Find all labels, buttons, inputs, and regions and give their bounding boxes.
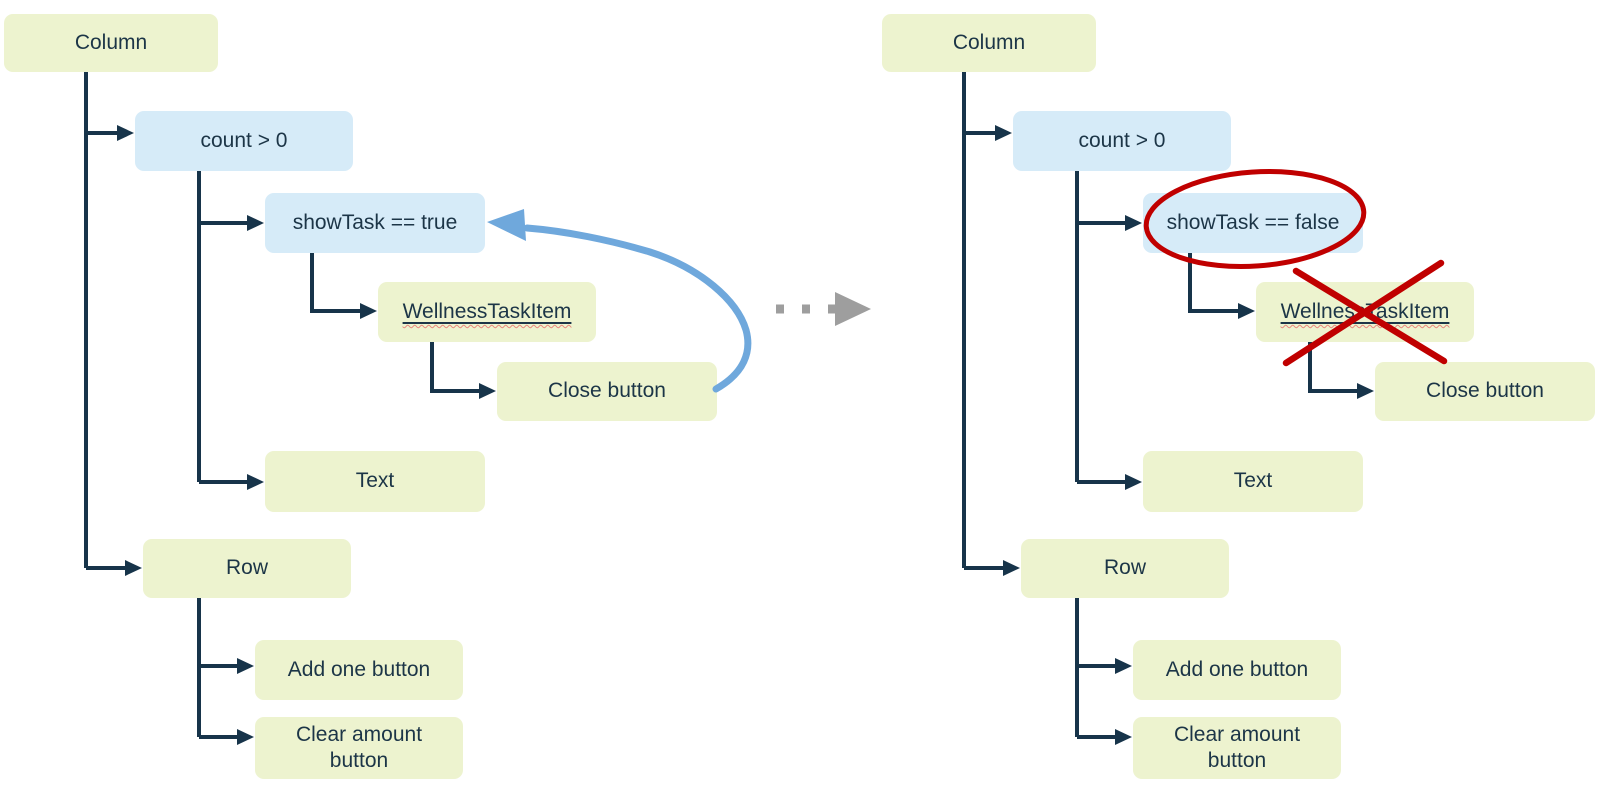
right-node-clear-amount-button: Clear amount button (1133, 717, 1341, 779)
left-wellness-squiggle: WellnessTaskItem (403, 299, 572, 325)
left-tree: Column count > 0 showTask == true Wellne… (0, 0, 760, 795)
right-node-wellness-task-item: WellnessTaskItem (1256, 282, 1474, 342)
left-node-wellness-task-item: WellnessTaskItem (378, 282, 596, 342)
left-node-column-label: Column (74, 30, 148, 54)
left-node-count-condition: count > 0 (135, 111, 353, 171)
left-node-close-button: Close button (497, 362, 717, 421)
right-node-count-condition: count > 0 (1013, 111, 1231, 171)
right-node-wellness-label: WellnessTaskItem (1280, 299, 1450, 323)
left-node-clear-amount-label: Clear amount button (295, 722, 423, 772)
left-node-count-label: count > 0 (200, 128, 288, 152)
right-tree: Column count > 0 showTask == false Welln… (878, 0, 1600, 795)
right-node-close-button: Close button (1375, 362, 1595, 421)
right-node-row: Row (1021, 539, 1229, 598)
left-node-add-one-button: Add one button (255, 640, 463, 700)
left-node-showtask-condition: showTask == true (265, 193, 485, 253)
left-node-column: Column (4, 14, 218, 72)
right-node-add-one-button: Add one button (1133, 640, 1341, 700)
right-node-text-label: Text (1233, 469, 1273, 493)
left-node-row-label: Row (225, 556, 268, 580)
right-node-column: Column (882, 14, 1096, 72)
right-node-text-widget: Text (1143, 451, 1363, 512)
left-node-close-label: Close button (548, 379, 666, 403)
right-node-showtask-label: showTask == false (1166, 210, 1340, 234)
left-node-text-widget: Text (265, 451, 485, 512)
left-node-showtask-label: showTask == true (292, 210, 458, 234)
left-node-wellness-label: WellnessTaskItem (402, 299, 572, 323)
right-node-showtask-condition: showTask == false (1143, 193, 1363, 253)
right-node-column-label: Column (952, 30, 1026, 54)
right-node-close-label: Close button (1426, 379, 1544, 403)
transition-arrow-icon (776, 292, 871, 326)
left-node-clear-amount-button: Clear amount button (255, 717, 463, 779)
left-node-row: Row (143, 539, 351, 598)
left-node-text-label: Text (355, 469, 395, 493)
transition-arrow-head (835, 292, 871, 326)
right-node-row-label: Row (1103, 556, 1146, 580)
right-node-clear-amount-label: Clear amount button (1173, 722, 1301, 772)
right-wellness-squiggle: WellnessTaskItem (1281, 299, 1450, 325)
right-node-add-one-label: Add one button (1165, 657, 1309, 681)
left-node-add-one-label: Add one button (287, 657, 431, 681)
right-node-count-label: count > 0 (1078, 128, 1166, 152)
